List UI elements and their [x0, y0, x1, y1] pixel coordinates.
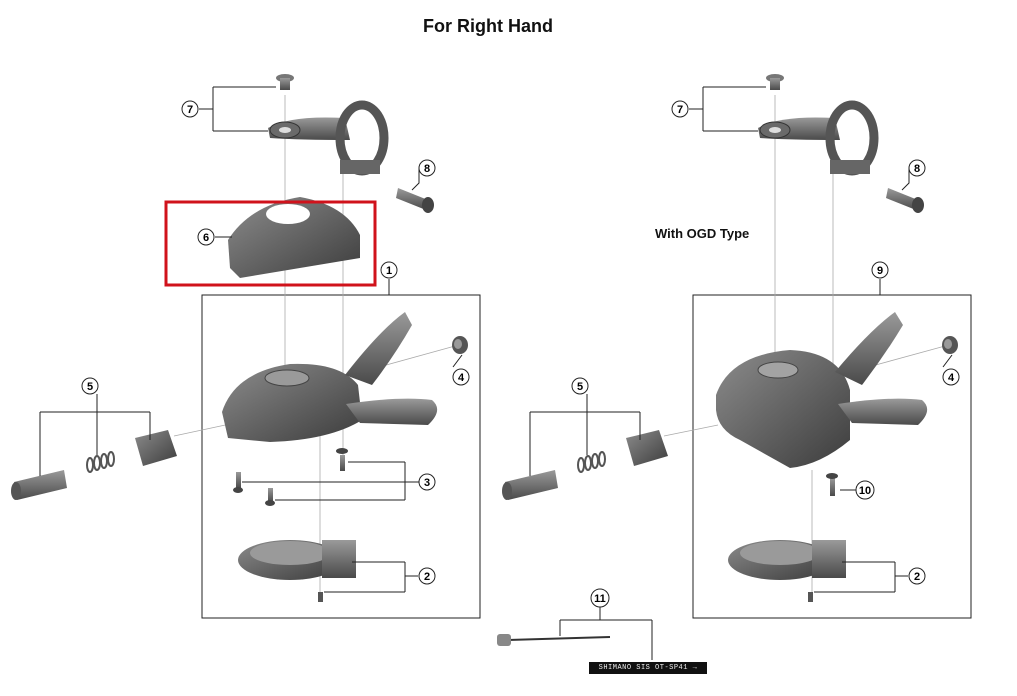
callout-2-right: 2	[908, 567, 926, 585]
right-part-5-adjuster	[502, 430, 668, 500]
left-part-8-screw	[396, 188, 434, 213]
left-part-2-bottom-cover	[238, 540, 356, 602]
left-callouts: 7 8 6 1 4 5 3 2	[81, 100, 470, 585]
svg-text:8: 8	[914, 163, 920, 175]
right-axis-lines	[663, 95, 946, 600]
callout-7-right: 7	[671, 100, 689, 118]
callout-4-left: 4	[452, 368, 470, 386]
left-part-3-screws	[233, 448, 348, 506]
diagram-title: For Right Hand	[423, 16, 553, 36]
svg-text:11: 11	[594, 593, 606, 605]
right-part-7-bolt	[766, 74, 784, 90]
svg-text:4: 4	[458, 372, 465, 384]
svg-text:10: 10	[859, 485, 871, 497]
left-part-6-cover	[228, 197, 360, 278]
left-part-7-bolt	[276, 74, 294, 90]
left-part-4-cap	[452, 336, 468, 354]
callout-5-right: 5	[571, 377, 589, 395]
callout-8-right: 8	[908, 159, 926, 177]
left-assembly: 7 8 6 1 4 5 3 2	[11, 74, 481, 619]
svg-text:7: 7	[677, 104, 683, 116]
right-assembly: 7 8 9 4 5 10 2 11	[497, 74, 972, 660]
callout-5-left: 5	[81, 377, 99, 395]
cable-label: SHIMANO SIS OT-SP41 →	[589, 662, 707, 674]
right-callouts: 7 8 9 4 5 10 2 11	[571, 100, 960, 608]
right-assembly-box	[692, 294, 972, 619]
callout-9: 9	[871, 261, 889, 279]
callout-7-left: 7	[181, 100, 199, 118]
right-callout-leaders	[529, 86, 953, 660]
svg-text:9: 9	[877, 265, 883, 277]
left-clamp-band	[268, 100, 389, 176]
svg-text:3: 3	[424, 477, 430, 489]
svg-text:4: 4	[948, 372, 955, 384]
right-clamp-band	[758, 100, 879, 176]
callout-4-right: 4	[942, 368, 960, 386]
right-part-8-screw	[886, 188, 924, 213]
left-shifter-body	[222, 312, 438, 442]
right-part-10-screw	[826, 473, 838, 496]
ogd-type-label: With OGD Type	[655, 226, 750, 241]
right-part-11-cable	[497, 634, 611, 646]
svg-text:8: 8	[424, 163, 430, 175]
left-axis-lines	[173, 95, 456, 600]
callout-3: 3	[418, 473, 436, 491]
right-part-2-bottom-cover	[728, 540, 846, 602]
svg-text:2: 2	[424, 571, 430, 583]
callout-6: 6	[197, 228, 215, 246]
svg-text:1: 1	[386, 265, 392, 277]
callout-1: 1	[380, 261, 398, 279]
left-callout-leaders	[39, 86, 463, 593]
right-shifter-body-ogd	[716, 312, 928, 468]
right-part-4-cap	[942, 336, 958, 354]
highlight-box-part-6	[164, 200, 377, 287]
svg-text:2: 2	[914, 571, 920, 583]
svg-text:6: 6	[203, 232, 209, 244]
callout-2-left: 2	[418, 567, 436, 585]
left-assembly-box	[201, 294, 481, 619]
svg-text:7: 7	[187, 104, 193, 116]
callout-10: 10	[855, 480, 875, 500]
callout-8-left: 8	[418, 159, 436, 177]
left-part-5-adjuster	[11, 430, 177, 500]
callout-11: 11	[590, 588, 610, 608]
svg-text:5: 5	[87, 381, 93, 393]
svg-text:5: 5	[577, 381, 583, 393]
